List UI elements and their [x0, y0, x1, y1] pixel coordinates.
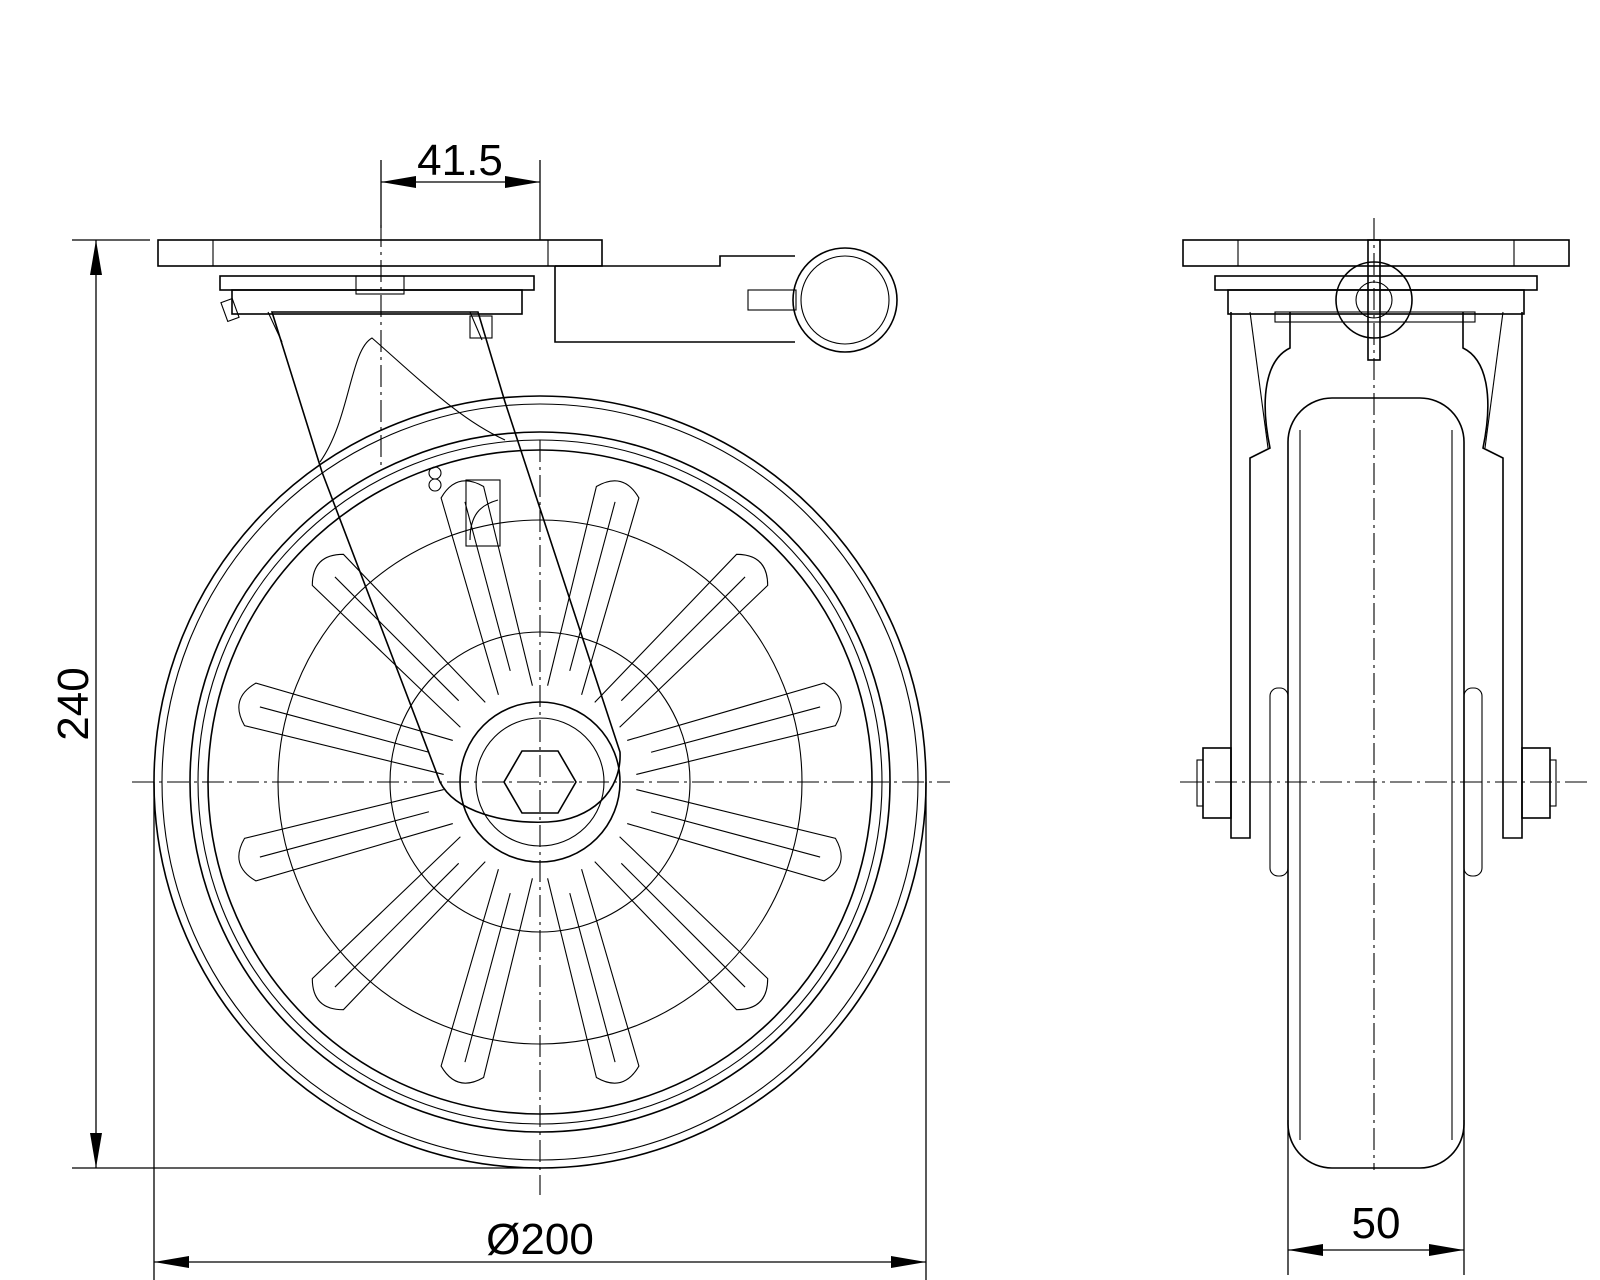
wheel-spoke [238, 789, 453, 882]
wheel-spoke-ridge [569, 892, 616, 1063]
wheel-spoke [627, 789, 842, 882]
dimension-diameter: Ø200 [153, 782, 927, 1280]
wheel-spoke [311, 553, 486, 728]
wheel-spoke [547, 480, 640, 695]
wheel-spoke [238, 682, 453, 775]
wheel-spoke [594, 553, 769, 728]
wheel-spoke-ridge [334, 862, 460, 988]
wheel-spoke-ridge [464, 501, 511, 672]
top-plate [157, 239, 603, 339]
wheel-spoke [440, 869, 533, 1084]
dimension-height-label: 240 [49, 667, 98, 740]
wheel-spoke [547, 869, 640, 1084]
swivel-fork [267, 311, 621, 824]
dimension-width: 50 [1287, 1120, 1465, 1275]
wheel-spoke-ridge [259, 706, 430, 753]
side-fork [1230, 311, 1523, 839]
side-top-plate [1182, 239, 1570, 323]
wheel-spoke-ridge [464, 892, 511, 1063]
brake-lever [554, 247, 898, 353]
wheel-spoke-ridge [334, 576, 460, 702]
dimension-height: 240 [49, 239, 540, 1169]
side-view [1180, 218, 1590, 1170]
wheel-spoke [627, 682, 842, 775]
wheel-spoke-ridge [620, 862, 746, 988]
dimension-offset: 41.5 [380, 136, 541, 240]
wheel-spokes [238, 480, 842, 1084]
wheel-spoke-ridge [620, 576, 746, 702]
dimension-offset-label: 41.5 [417, 136, 503, 185]
dimension-width-label: 50 [1352, 1199, 1401, 1248]
wheel-spoke [594, 836, 769, 1011]
front-view [132, 225, 950, 1195]
wheel-spoke [311, 836, 486, 1011]
side-axle [1196, 747, 1557, 819]
dimension-diameter-label: Ø200 [486, 1215, 594, 1264]
wheel-spoke-ridge [569, 501, 616, 672]
side-wheel [1269, 397, 1483, 1169]
wheel-spoke [440, 480, 533, 695]
wheel-spoke-ridge [650, 811, 821, 858]
wheel-spoke-ridge [650, 706, 821, 753]
wheel-spoke-ridge [259, 811, 430, 858]
